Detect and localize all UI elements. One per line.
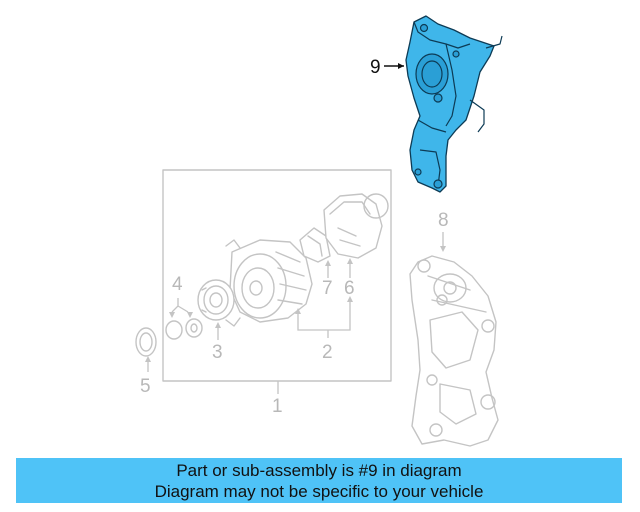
part-8-bracket — [409, 255, 499, 447]
info-banner: Part or sub-assembly is #9 in diagram Di… — [16, 458, 622, 503]
callout-4[interactable]: 4 — [172, 274, 183, 295]
part-4-nut-washer — [165, 318, 203, 340]
callout-2[interactable]: 2 — [322, 342, 333, 363]
leader-4 — [171, 298, 189, 313]
alternator — [225, 239, 313, 327]
banner-line-2: Diagram may not be specific to your vehi… — [154, 482, 484, 501]
assembly-box — [162, 169, 392, 382]
part-6-cover — [323, 193, 389, 259]
leader-2 — [297, 300, 351, 338]
part-3-pulley — [197, 279, 235, 321]
callout-9[interactable]: 9 — [370, 57, 381, 78]
callout-7[interactable]: 7 — [322, 278, 333, 299]
callout-8[interactable]: 8 — [438, 210, 449, 231]
callout-6[interactable]: 6 — [344, 278, 355, 299]
part-9-bracket[interactable] — [405, 15, 503, 193]
banner-line-1: Part or sub-assembly is #9 in diagram — [176, 461, 462, 480]
part-5-ring — [135, 327, 157, 357]
callout-1[interactable]: 1 — [272, 396, 283, 417]
callout-3[interactable]: 3 — [212, 342, 223, 363]
callout-5[interactable]: 5 — [140, 376, 151, 397]
part-7-regulator — [299, 227, 331, 263]
